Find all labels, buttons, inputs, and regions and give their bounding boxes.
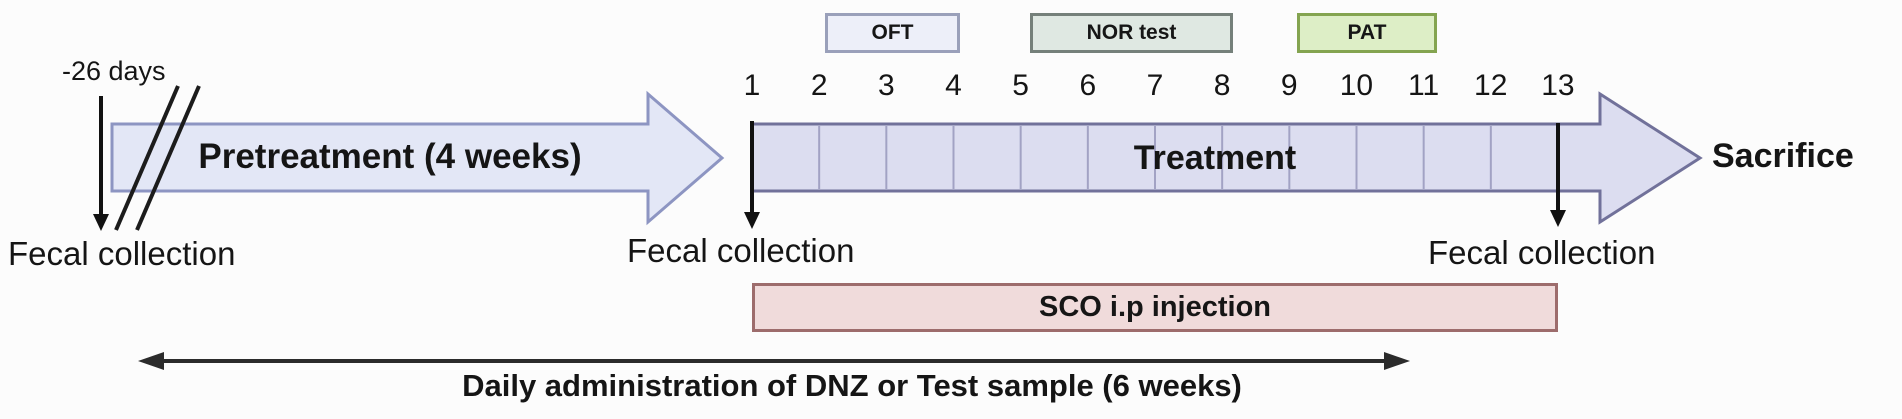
treatment-arrow [750,91,1703,225]
sco-injection-bar: SCO i.p injection [752,283,1558,332]
fecal-collection-label-day13: Fecal collection [1428,234,1656,271]
fecal-collection-label-day1: Fecal collection [627,232,855,269]
timeline-break-slashes [114,85,201,231]
pretreatment-arrow [110,90,725,226]
minus26-arrow [93,96,109,231]
daily-span-arrow [138,352,1410,370]
fecal-collection-label-pretreatment: Fecal collection [8,235,236,272]
legend-item-oft: OFT [825,13,960,53]
sacrifice-label: Sacrifice [1712,137,1854,175]
treatment-label: Treatment [1133,139,1297,177]
daily-administration-label: Daily administration of DNZ or Test samp… [462,368,1242,403]
legend-item-pat: PAT [1297,13,1437,53]
legend-item-nor-test: NOR test [1030,13,1233,53]
pretreatment-label: Pretreatment (4 weeks) [198,137,582,176]
day13-arrow [1550,123,1566,227]
start-marker-label: -26 days [62,56,166,86]
day1-arrow [744,121,760,229]
